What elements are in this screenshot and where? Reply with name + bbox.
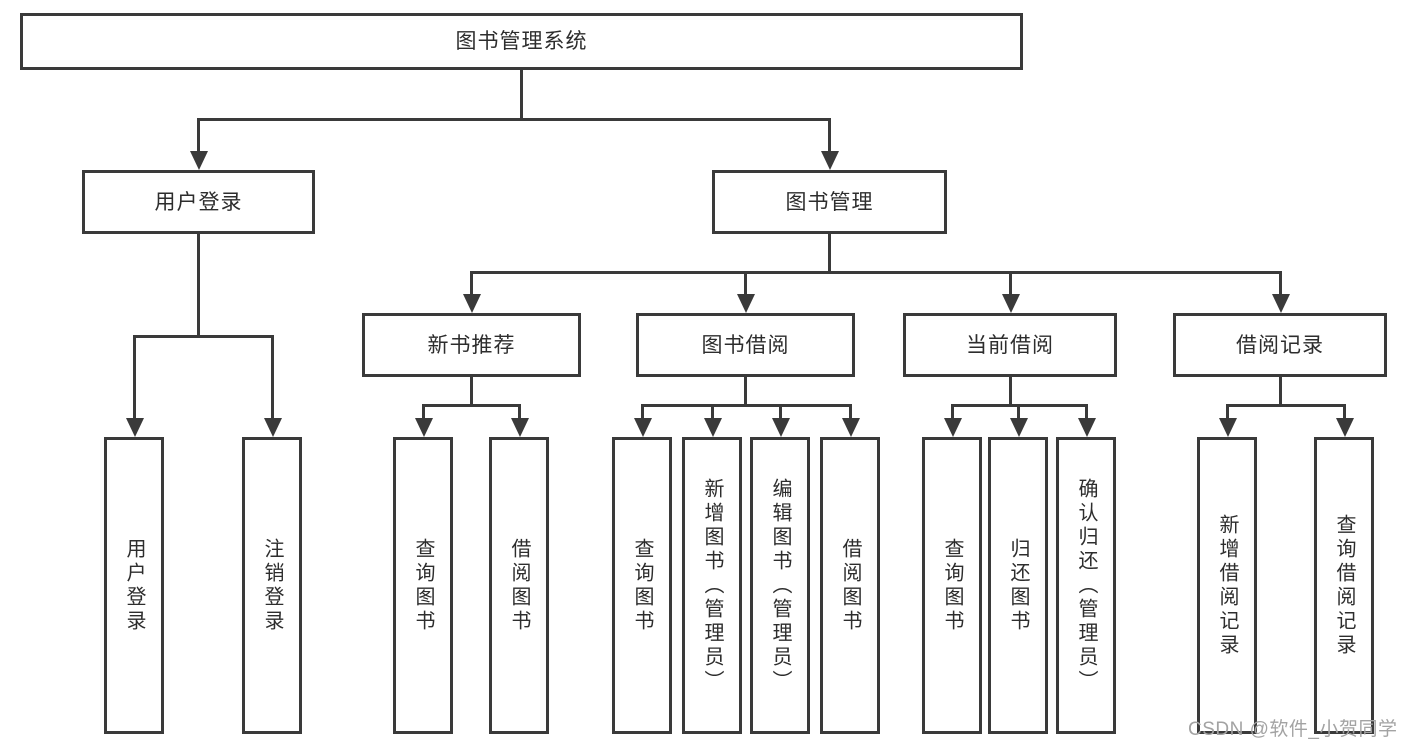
arrow-to-query-books-recommend xyxy=(414,404,433,437)
node-book-borrowing: 图书借阅 xyxy=(636,313,855,377)
node-logout: 注销登录 xyxy=(242,437,302,734)
arrow-to-return-books xyxy=(1009,404,1028,437)
watermark-text: CSDN @软件_小贺同学 xyxy=(1188,719,1398,740)
connector-recommendation-bar xyxy=(422,404,521,407)
node-user-login: 用户登录 xyxy=(82,170,315,234)
node-query-books-current: 查询图书 xyxy=(922,437,982,734)
node-add-borrow-record: 新增借阅记录 xyxy=(1197,437,1257,734)
connector-borrowing-bar xyxy=(641,404,852,407)
node-user-login-leaf: 用户登录 xyxy=(104,437,164,734)
arrow-to-query-books-current xyxy=(943,404,962,437)
node-borrowing-records: 借阅记录 xyxy=(1173,313,1387,377)
arrow-to-new-book-recommendation xyxy=(462,271,481,313)
arrow-to-borrowing-records xyxy=(1271,271,1290,313)
node-query-books-borrow: 查询图书 xyxy=(612,437,672,734)
connector-level1-bar xyxy=(197,118,831,121)
node-query-books-recommend: 查询图书 xyxy=(393,437,453,734)
connector-recommendation-stem xyxy=(470,377,473,407)
arrow-to-add-books-admin xyxy=(703,404,722,437)
arrow-to-current-borrowing xyxy=(1001,271,1020,313)
connector-user-login-bar xyxy=(133,335,274,338)
node-current-borrowing: 当前借阅 xyxy=(903,313,1117,377)
node-book-management: 图书管理 xyxy=(712,170,947,234)
arrow-to-user-login-leaf xyxy=(125,335,144,437)
node-borrow-books: 借阅图书 xyxy=(820,437,880,734)
arrow-to-borrow-books-recommend xyxy=(510,404,529,437)
connector-level2-bar xyxy=(470,271,1282,274)
arrow-to-borrow-books xyxy=(841,404,860,437)
arrow-to-query-borrow-record xyxy=(1335,404,1354,437)
arrow-to-edit-books-admin xyxy=(771,404,790,437)
node-confirm-return-admin: 确认归还（管理员） xyxy=(1056,437,1116,734)
node-library-management-system: 图书管理系统 xyxy=(20,13,1023,70)
node-add-books-admin: 新增图书（管理员） xyxy=(682,437,742,734)
arrow-to-user-login xyxy=(189,118,208,170)
node-new-book-recommendation: 新书推荐 xyxy=(362,313,581,377)
connector-records-stem xyxy=(1279,377,1282,407)
connector-borrowing-stem xyxy=(744,377,747,407)
arrow-to-add-borrow-record xyxy=(1218,404,1237,437)
arrow-to-book-management xyxy=(820,118,839,170)
connector-book-management-stem xyxy=(828,234,831,274)
connector-user-login-stem xyxy=(197,234,200,338)
connector-root-stem xyxy=(520,70,523,121)
connector-records-bar xyxy=(1226,404,1346,407)
arrow-to-logout-leaf xyxy=(263,335,282,437)
arrow-to-book-borrowing xyxy=(736,271,755,313)
node-edit-books-admin: 编辑图书（管理员） xyxy=(750,437,810,734)
connector-current-stem xyxy=(1009,377,1012,407)
node-borrow-books-recommend: 借阅图书 xyxy=(489,437,549,734)
arrow-to-confirm-return-admin xyxy=(1077,404,1096,437)
node-return-books: 归还图书 xyxy=(988,437,1048,734)
node-query-borrow-record: 查询借阅记录 xyxy=(1314,437,1374,734)
arrow-to-query-books-borrow xyxy=(633,404,652,437)
